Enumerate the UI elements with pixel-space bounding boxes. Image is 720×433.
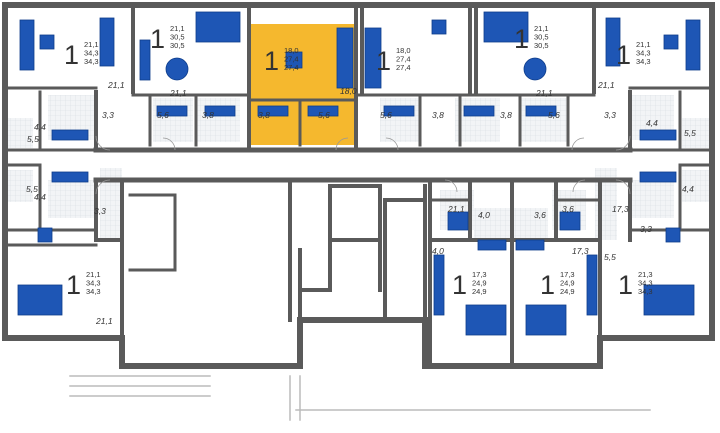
apartment-area: 34,3 — [636, 49, 651, 58]
total-area: 24,9 — [560, 287, 575, 296]
room-area-label: 3,8 — [432, 110, 444, 120]
room-area-label: 21,1 — [169, 88, 187, 98]
total-area: 27,4 — [284, 63, 299, 72]
living-area: 21,3 — [638, 270, 653, 279]
room-count: 1 — [264, 46, 279, 76]
living-area: 21,1 — [170, 24, 185, 33]
room-area-label: 21,1 — [535, 88, 553, 98]
room-area-label: 3,6 — [562, 204, 574, 214]
living-area: 21,1 — [86, 270, 101, 279]
room-area-label: 3,6 — [534, 210, 546, 220]
living-area: 17,3 — [560, 270, 575, 279]
room-count: 1 — [540, 270, 555, 300]
total-area: 24,9 — [472, 287, 487, 296]
total-area: 30,5 — [170, 41, 185, 50]
living-area: 21,1 — [534, 24, 549, 33]
apartment-area: 34,3 — [638, 279, 653, 288]
room-area-label: 5,5 — [26, 184, 38, 194]
room-area-label: 17,3 — [612, 204, 629, 214]
room-area-label: 5,5 — [604, 252, 616, 262]
room-area-label: 3,3 — [604, 110, 616, 120]
apartment-area: 27,4 — [284, 55, 299, 64]
total-area: 34,3 — [636, 57, 651, 66]
apartment-area: 34,3 — [84, 49, 99, 58]
room-area-label: 21,1 — [447, 204, 465, 214]
apartment-area: 30,5 — [170, 33, 185, 42]
room-area-label: 4,4 — [34, 122, 46, 132]
room-area-label: 18,0 — [340, 86, 357, 96]
room-area-label: 4,0 — [478, 210, 490, 220]
apartment-area: 24,9 — [560, 279, 575, 288]
room-area-label: 5,6 — [548, 110, 560, 120]
living-area: 18,0 — [284, 46, 299, 55]
room-area-label: 5,6 — [157, 110, 169, 120]
room-area-label: 3,3 — [94, 206, 106, 216]
room-area-label: 3,8 — [202, 110, 214, 120]
room-area-label: 5,6 — [380, 110, 392, 120]
room-count: 1 — [514, 24, 529, 54]
room-count: 1 — [376, 46, 391, 76]
living-area: 21,1 — [84, 40, 99, 49]
apartment-area: 24,9 — [472, 279, 487, 288]
doors — [95, 135, 631, 195]
total-area: 34,3 — [84, 57, 99, 66]
total-area: 34,3 — [638, 287, 653, 296]
apartment-area: 34,3 — [86, 279, 101, 288]
living-area: 18,0 — [396, 46, 411, 55]
room-area-label: 21,1 — [597, 80, 615, 90]
room-area-label: 5,5 — [684, 128, 696, 138]
room-area-label: 4,4 — [682, 184, 694, 194]
living-area: 17,3 — [472, 270, 487, 279]
apartment-area: 30,5 — [534, 33, 549, 42]
room-area-label: 3,8 — [500, 110, 512, 120]
room-count: 1 — [66, 270, 81, 300]
living-area: 21,1 — [636, 40, 651, 49]
room-area-label: 17,3 — [572, 246, 589, 256]
room-area-label: 3,3 — [102, 110, 114, 120]
room-count: 1 — [150, 24, 165, 54]
room-area-label: 21,1 — [107, 80, 125, 90]
room-area-label: 3,3 — [640, 224, 652, 234]
total-area: 30,5 — [534, 41, 549, 50]
total-area: 34,3 — [86, 287, 101, 296]
room-area-labels: 21,1 21,1 5,6 3,8 3,8 5,6 18,0 5,6 3,8 3,8 5,6 21,1… — [26, 80, 696, 326]
room-count: 1 — [64, 40, 79, 70]
room-count: 1 — [452, 270, 467, 300]
furniture — [17, 11, 701, 336]
room-area-label: 4,4 — [646, 118, 658, 128]
room-count: 1 — [618, 270, 633, 300]
room-area-label: 21,1 — [95, 316, 113, 326]
room-area-label: 4,4 — [34, 192, 46, 202]
walls — [2, 2, 715, 421]
room-area-label: 4,0 — [432, 246, 444, 256]
total-area: 27,4 — [396, 63, 411, 72]
room-count: 1 — [616, 40, 631, 70]
room-area-label: 5,6 — [318, 110, 330, 120]
room-area-label: 3,8 — [258, 110, 270, 120]
room-area-label: 5,5 — [27, 134, 39, 144]
apartment-area: 27,4 — [396, 55, 411, 64]
